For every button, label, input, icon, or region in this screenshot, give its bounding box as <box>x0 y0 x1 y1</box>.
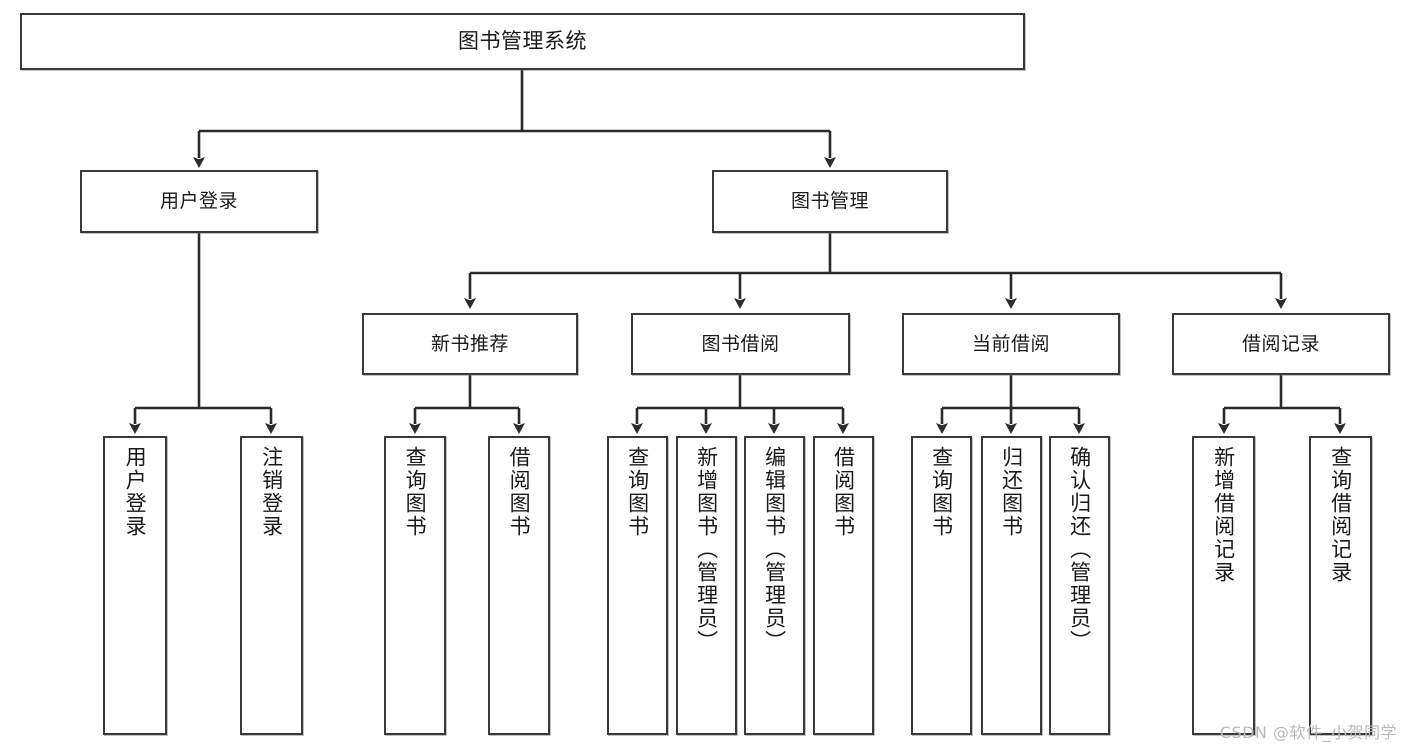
node-borrow-label: 图书借阅 <box>701 332 780 355</box>
leaf-add-book-label: 新增图书（管理员） <box>694 446 719 653</box>
leaf-add-record[interactable]: 新增借阅记录 <box>1192 436 1255 735</box>
leaf-add-book[interactable]: 新增图书（管理员） <box>676 436 737 735</box>
leaf-query-book-1[interactable]: 查询图书 <box>384 436 446 735</box>
leaf-query-book-3-label: 查询图书 <box>929 446 954 538</box>
leaf-borrow-book-2[interactable]: 借阅图书 <box>813 436 874 735</box>
node-user-login-label: 用户登录 <box>159 190 238 213</box>
leaf-borrow-book-1-label: 借阅图书 <box>507 446 532 538</box>
leaf-query-record-label: 查询借阅记录 <box>1328 446 1353 584</box>
leaf-user-login-label: 用户登录 <box>123 446 148 538</box>
leaf-borrow-book-2-label: 借阅图书 <box>831 446 856 538</box>
leaf-user-logout-label: 注销登录 <box>259 446 284 538</box>
leaf-query-book-3[interactable]: 查询图书 <box>911 436 972 735</box>
leaf-query-record[interactable]: 查询借阅记录 <box>1309 436 1372 735</box>
leaf-user-logout[interactable]: 注销登录 <box>240 436 303 735</box>
leaf-edit-book[interactable]: 编辑图书（管理员） <box>744 436 805 735</box>
watermark: CSDN @软件_小贺同学 <box>1219 723 1397 742</box>
node-current-borrow[interactable]: 当前借阅 <box>902 313 1120 375</box>
node-root[interactable]: 图书管理系统 <box>20 13 1025 70</box>
node-book-manage-label: 图书管理 <box>790 190 869 213</box>
node-borrow[interactable]: 图书借阅 <box>631 313 850 375</box>
node-new-book[interactable]: 新书推荐 <box>362 313 578 375</box>
leaf-query-book-1-label: 查询图书 <box>403 446 428 538</box>
node-current-borrow-label: 当前借阅 <box>971 332 1050 355</box>
node-root-label: 图书管理系统 <box>458 29 587 54</box>
leaf-query-book-2-label: 查询图书 <box>625 446 650 538</box>
node-borrow-records-label: 借阅记录 <box>1241 332 1320 355</box>
node-new-book-label: 新书推荐 <box>430 332 509 355</box>
leaf-borrow-book-1[interactable]: 借阅图书 <box>488 436 550 735</box>
leaf-add-record-label: 新增借阅记录 <box>1211 446 1236 584</box>
node-user-login[interactable]: 用户登录 <box>80 170 318 233</box>
node-borrow-records[interactable]: 借阅记录 <box>1172 313 1390 375</box>
leaf-confirm-return-label: 确认归还（管理员） <box>1067 446 1092 653</box>
leaf-edit-book-label: 编辑图书（管理员） <box>762 446 787 653</box>
leaf-return-book-label: 归还图书 <box>999 446 1024 538</box>
leaf-user-login[interactable]: 用户登录 <box>103 436 167 735</box>
leaf-query-book-2[interactable]: 查询图书 <box>607 436 668 735</box>
leaf-return-book[interactable]: 归还图书 <box>981 436 1042 735</box>
leaf-confirm-return[interactable]: 确认归还（管理员） <box>1049 436 1110 735</box>
node-book-manage[interactable]: 图书管理 <box>712 170 948 233</box>
